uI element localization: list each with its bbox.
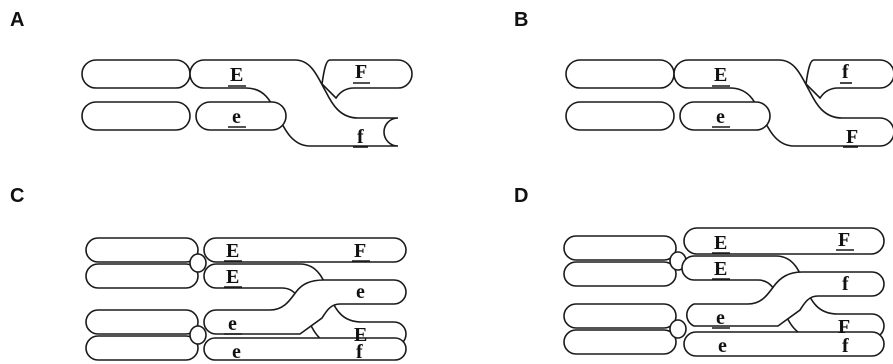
gene-label: E [226,266,239,288]
chromatid-segment [566,102,674,130]
chromatid-left-4 [564,330,676,354]
centromere [670,320,686,338]
panel-c-label: C [10,185,24,207]
chromatid-left-3 [86,310,198,334]
chromatid-left-2 [86,264,198,288]
chromatid-left-2 [564,262,676,286]
chromatid-left-3 [564,304,676,328]
gene-label: f [356,341,363,363]
gene-label: f [842,273,849,295]
centromere [190,326,206,344]
gene-label: e [718,335,727,357]
panel-c: C E F E e e E e f [10,185,406,363]
gene-label: f [842,61,849,83]
gene-label: F [838,229,850,251]
gene-label: e [356,281,365,303]
gene-label: e [716,106,725,128]
panel-a: A E F e f [10,9,412,148]
chromatid-segment [82,102,190,130]
gene-label: e [228,313,237,335]
gene-label: F [354,240,366,262]
chromatid-segment [196,102,286,130]
gene-label: e [232,341,241,363]
gene-label: E [714,232,727,254]
gene-label: F [846,126,858,148]
chromatid-segment [680,102,770,130]
gene-label: E [226,240,239,262]
gene-label: e [716,307,725,329]
chromatid-segment [806,60,893,98]
panel-b-label: B [514,9,528,31]
chromatid-segment [566,60,674,88]
chromatid-left-1 [564,236,676,260]
panel-d-label: D [514,185,528,207]
gene-label: f [357,126,364,148]
gene-label: f [842,335,849,357]
centromere [190,254,206,272]
gene-label: e [232,106,241,128]
chromatid-left-1 [86,238,198,262]
panel-d: D E F E f e F e f [514,185,884,357]
chromatid-right-4 [684,332,884,356]
panel-b: B E f e F [514,9,893,148]
chromatid-segment [82,60,190,88]
panel-a-label: A [10,9,24,31]
gene-label: E [714,258,727,280]
chromatid-left-4 [86,336,198,360]
gene-label: E [714,64,727,86]
gene-label: F [355,61,367,83]
gene-label: E [230,64,243,86]
